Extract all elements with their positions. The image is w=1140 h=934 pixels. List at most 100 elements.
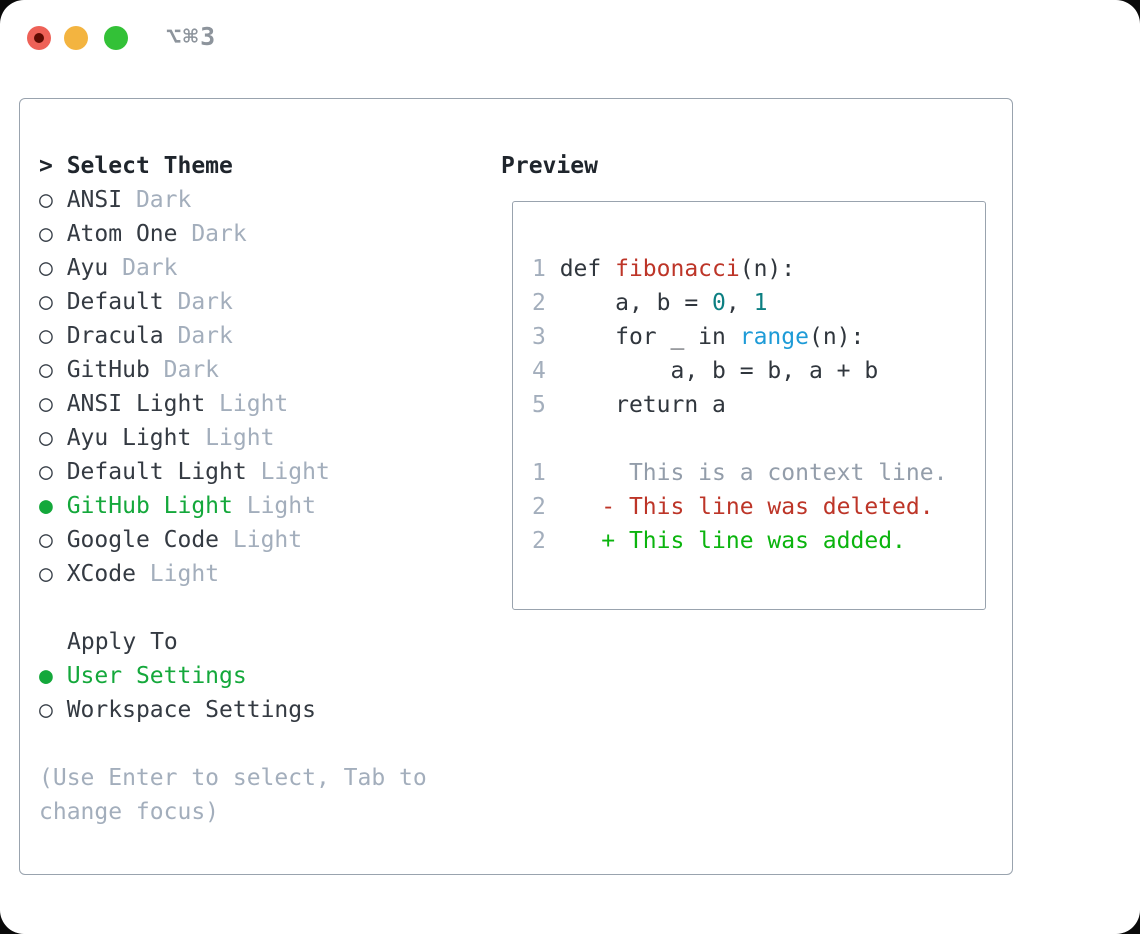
theme-option[interactable]: ○ ANSI Dark (39, 183, 489, 217)
code-token: - This line was deleted. (559, 494, 934, 520)
line-number: 2 (532, 290, 560, 316)
radio-unselected-icon: ○ (39, 221, 53, 247)
radio-unselected-icon: ○ (39, 323, 53, 349)
radio-selected-icon: ● (39, 493, 53, 519)
code-token: for _ in (559, 324, 740, 350)
prompt-caret: > (39, 153, 67, 179)
select-theme-heading-row: > Select Theme (39, 149, 489, 183)
option-tag: Dark (163, 323, 233, 349)
option-tag: Light (135, 561, 220, 587)
theme-option[interactable]: ○ GitHub Dark (39, 353, 489, 387)
option-label: XCode (52, 561, 136, 587)
radio-unselected-icon: ○ (39, 561, 53, 587)
line-number: 2 (532, 528, 560, 554)
option-label: Dracula (52, 323, 164, 349)
line-number: 5 (532, 392, 560, 418)
close-button-inner-dot (34, 33, 44, 43)
radio-unselected-icon: ○ (39, 255, 53, 281)
option-label: Google Code (52, 527, 220, 553)
apply-to-heading: Apply To (67, 629, 178, 655)
option-tag: Light (191, 425, 275, 451)
line-number: 1 (532, 256, 560, 282)
apply-to-section: Apply To ● User Settings○ Workspace Sett… (39, 625, 489, 727)
theme-option[interactable]: ○ Default Light Light (39, 455, 489, 489)
code-token: 0 (712, 290, 726, 316)
radio-unselected-icon: ○ (39, 289, 53, 315)
preview-code-line: 4 a, b = b, a + b (532, 354, 985, 388)
option-label: Ayu (52, 255, 109, 281)
apply-to-option[interactable]: ○ Workspace Settings (39, 693, 489, 727)
select-theme-title: Select Theme (66, 153, 233, 179)
preview-diff-context-line: 1 This is a context line. (532, 456, 985, 490)
line-number: 2 (532, 494, 560, 520)
radio-unselected-icon: ○ (39, 459, 53, 485)
option-label: Default (52, 289, 164, 315)
theme-option[interactable]: ○ Dracula Dark (39, 319, 489, 353)
blank-line (532, 422, 985, 456)
code-token: (n): (739, 256, 796, 282)
code-token: , (725, 290, 754, 316)
theme-option[interactable]: ○ Ayu Light Light (39, 421, 489, 455)
titlebar: ⌥⌘3 (0, 0, 1140, 97)
preview-diff-added-line: 2 + This line was added. (532, 524, 985, 558)
close-button[interactable] (27, 26, 51, 50)
option-tag: Dark (149, 357, 220, 383)
radio-unselected-icon: ○ (39, 697, 53, 723)
theme-option[interactable]: ○ XCode Light (39, 557, 489, 591)
preview-code-line: 5 return a (532, 388, 985, 422)
line-number: 4 (532, 358, 560, 384)
option-tag: Dark (177, 221, 247, 247)
app-panel: > Select Theme ○ ANSI Dark○ Atom One Dar… (19, 98, 1013, 875)
option-tag: Dark (108, 255, 178, 281)
code-token: + This line was added. (559, 528, 906, 554)
radio-unselected-icon: ○ (39, 391, 53, 417)
line-number: 1 (532, 460, 560, 486)
option-tag: Light (232, 493, 316, 519)
code-token: (n): (808, 324, 865, 350)
theme-option[interactable]: ○ Google Code Light (39, 523, 489, 557)
hint-text: (Use Enter to select, Tab to change focu… (39, 761, 489, 829)
option-label: GitHub Light (52, 493, 233, 519)
hint-line-1: (Use Enter to select, Tab to (39, 765, 427, 791)
radio-unselected-icon: ○ (39, 187, 53, 213)
option-label: ANSI Light (52, 391, 206, 417)
code-token: range (739, 324, 809, 350)
option-label: GitHub (52, 357, 150, 383)
preview-diff-deleted-line: 2 - This line was deleted. (532, 490, 985, 524)
apply-to-option[interactable]: ● User Settings (39, 659, 489, 693)
option-tag: Light (219, 527, 303, 553)
theme-selector-column: > Select Theme ○ ANSI Dark○ Atom One Dar… (39, 149, 489, 829)
radio-unselected-icon: ○ (39, 527, 53, 553)
line-number: 3 (532, 324, 560, 350)
option-label: User Settings (52, 663, 247, 689)
option-label: ANSI (52, 187, 123, 213)
hint-line-2: change focus) (39, 799, 220, 825)
maximize-button[interactable] (104, 26, 128, 50)
theme-option[interactable]: ○ Default Dark (39, 285, 489, 319)
option-tag: Dark (163, 289, 233, 315)
option-label: Atom One (52, 221, 178, 247)
option-label: Ayu Light (52, 425, 192, 451)
preview-code-line: 3 for _ in range(n): (532, 320, 985, 354)
option-label: Default Light (52, 459, 247, 485)
code-token: def (559, 256, 616, 282)
code-token: fibonacci (615, 256, 740, 282)
theme-option[interactable]: ○ Atom One Dark (39, 217, 489, 251)
window-title-shortcut: ⌥⌘3 (166, 22, 218, 51)
theme-option[interactable]: ● GitHub Light Light (39, 489, 489, 523)
code-token: return a (559, 392, 726, 418)
radio-unselected-icon: ○ (39, 357, 53, 383)
radio-unselected-icon: ○ (39, 425, 53, 451)
preview-column: Preview 1 def fibonacci(n):2 a, b = 0, 1… (501, 149, 1001, 610)
option-tag: Light (246, 459, 330, 485)
option-tag: Light (205, 391, 289, 417)
code-token: a, b = (559, 290, 713, 316)
minimize-button[interactable] (64, 26, 88, 50)
preview-code-line: 2 a, b = 0, 1 (532, 286, 985, 320)
theme-option[interactable]: ○ ANSI Light Light (39, 387, 489, 421)
theme-option[interactable]: ○ Ayu Dark (39, 251, 489, 285)
radio-selected-icon: ● (39, 663, 53, 689)
